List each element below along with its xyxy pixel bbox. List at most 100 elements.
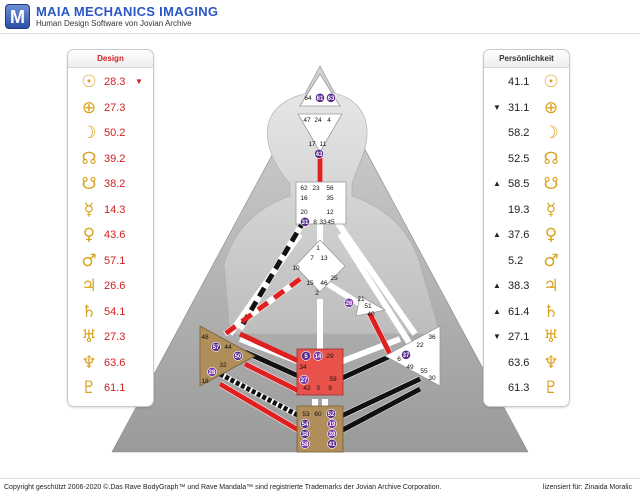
heart-center[interactable] bbox=[355, 295, 387, 317]
gate-29[interactable]: 29 bbox=[326, 353, 334, 360]
gate-5[interactable]: 5 bbox=[301, 350, 311, 361]
design-row[interactable]: ☊39.2 bbox=[68, 149, 153, 169]
design-row[interactable]: ♅27.3 bbox=[68, 327, 153, 347]
gate-33[interactable]: 33 bbox=[319, 219, 327, 226]
gate-41[interactable]: 41 bbox=[327, 438, 337, 449]
gate-58[interactable]: 58 bbox=[300, 438, 310, 449]
gate-13[interactable]: 13 bbox=[320, 255, 328, 262]
gate-60[interactable]: 60 bbox=[314, 411, 322, 418]
gate-9[interactable]: 9 bbox=[328, 385, 332, 392]
gate-26[interactable]: 26 bbox=[344, 297, 354, 308]
design-row[interactable]: ☽50.2 bbox=[68, 123, 153, 143]
arrow-up-icon: ▲ bbox=[493, 281, 501, 290]
design-row[interactable]: ⊕27.3 bbox=[68, 98, 153, 118]
gate-53[interactable]: 53 bbox=[302, 411, 310, 418]
gate-50[interactable]: 50 bbox=[233, 350, 243, 361]
design-row[interactable]: ☿14.3 bbox=[68, 200, 153, 220]
gate-6[interactable]: 6 bbox=[397, 356, 401, 363]
gate-57[interactable]: 57 bbox=[211, 341, 221, 352]
gate-18[interactable]: 18 bbox=[201, 378, 209, 385]
personality-row[interactable]: ☋58.5▲ bbox=[484, 174, 569, 194]
design-row[interactable]: ☉28.3▼ bbox=[68, 72, 153, 92]
gate-36[interactable]: 36 bbox=[428, 334, 436, 341]
gate-51[interactable]: 51 bbox=[364, 303, 372, 310]
gate-42[interactable]: 42 bbox=[303, 385, 311, 392]
gate-30[interactable]: 30 bbox=[428, 375, 436, 382]
gate-21[interactable]: 21 bbox=[357, 296, 365, 303]
personality-row[interactable]: ♆63.6 bbox=[484, 353, 569, 373]
gate-34[interactable]: 34 bbox=[299, 364, 307, 371]
personality-row[interactable]: ♀37.6▲ bbox=[484, 225, 569, 245]
gate-39[interactable]: 39 bbox=[327, 428, 337, 439]
gate-27[interactable]: 27 bbox=[299, 374, 309, 385]
design-row[interactable]: ♇61.1 bbox=[68, 378, 153, 398]
gate-48[interactable]: 48 bbox=[201, 334, 209, 341]
gate-25[interactable]: 25 bbox=[330, 275, 338, 282]
gate-32[interactable]: 32 bbox=[219, 362, 227, 369]
gate-40[interactable]: 40 bbox=[367, 311, 375, 318]
gate-17[interactable]: 17 bbox=[308, 141, 316, 148]
gate-22[interactable]: 22 bbox=[416, 342, 424, 349]
gate-11[interactable]: 11 bbox=[320, 141, 327, 148]
ajna-center[interactable] bbox=[297, 113, 343, 153]
gate-12[interactable]: 12 bbox=[326, 209, 334, 216]
gate-2[interactable]: 2 bbox=[315, 290, 319, 297]
gate-45[interactable]: 45 bbox=[327, 219, 335, 226]
gate-47[interactable]: 47 bbox=[303, 117, 311, 124]
gate-37[interactable]: 37 bbox=[401, 349, 411, 360]
g-center[interactable] bbox=[294, 239, 346, 293]
design-row[interactable]: ☋38.2 bbox=[68, 174, 153, 194]
gate-number: 29 bbox=[326, 353, 334, 360]
gate-16[interactable]: 16 bbox=[300, 195, 308, 202]
gate-61[interactable]: 61 bbox=[315, 92, 325, 103]
gate-62[interactable]: 62 bbox=[300, 185, 308, 192]
gate-49[interactable]: 49 bbox=[406, 364, 414, 371]
gate-63[interactable]: 63 bbox=[326, 92, 336, 103]
neptune-icon: ♆ bbox=[81, 352, 97, 373]
personality-row[interactable]: ⊕31.1▼ bbox=[484, 98, 569, 118]
personality-row[interactable]: ☽58.2 bbox=[484, 123, 569, 143]
gate-56[interactable]: 56 bbox=[326, 185, 334, 192]
gate-1[interactable]: 1 bbox=[316, 245, 320, 252]
gate-4[interactable]: 4 bbox=[327, 117, 331, 124]
throat-center[interactable] bbox=[295, 181, 347, 225]
design-row[interactable]: ♀43.6 bbox=[68, 225, 153, 245]
gate-3[interactable]: 3 bbox=[316, 385, 320, 392]
gate-10[interactable]: 10 bbox=[292, 265, 300, 272]
design-row[interactable]: ♂57.1 bbox=[68, 251, 153, 271]
gate-35[interactable]: 35 bbox=[326, 195, 334, 202]
gate-54[interactable]: 54 bbox=[300, 418, 310, 429]
gate-8[interactable]: 8 bbox=[313, 219, 317, 226]
personality-row[interactable]: ♃38.3▲ bbox=[484, 276, 569, 296]
gate-64[interactable]: 64 bbox=[304, 95, 312, 102]
gate-38[interactable]: 38 bbox=[300, 428, 310, 439]
gate-44[interactable]: 44 bbox=[224, 344, 232, 351]
gate-59[interactable]: 59 bbox=[329, 376, 337, 383]
personality-row[interactable]: ♅27.1▼ bbox=[484, 327, 569, 347]
gate-14[interactable]: 14 bbox=[313, 350, 323, 361]
gate-number: 52 bbox=[328, 412, 335, 418]
gate-15[interactable]: 15 bbox=[306, 280, 314, 287]
gate-43[interactable]: 43 bbox=[314, 148, 324, 159]
gate-20[interactable]: 20 bbox=[300, 209, 308, 216]
personality-row[interactable]: ☉41.1 bbox=[484, 72, 569, 92]
design-row[interactable]: ♆63.6 bbox=[68, 353, 153, 373]
personality-row[interactable]: ☊52.5 bbox=[484, 149, 569, 169]
design-row[interactable]: ♃26.6 bbox=[68, 276, 153, 296]
gate-55[interactable]: 55 bbox=[420, 368, 428, 375]
gate-19[interactable]: 19 bbox=[327, 418, 337, 429]
design-row[interactable]: ♄54.1 bbox=[68, 302, 153, 322]
gate-23[interactable]: 23 bbox=[312, 185, 320, 192]
gate-52[interactable]: 52 bbox=[326, 408, 336, 419]
gate-28[interactable]: 28 bbox=[207, 366, 217, 377]
gate-31[interactable]: 31 bbox=[300, 216, 310, 227]
gate-7[interactable]: 7 bbox=[310, 255, 314, 262]
gate-number: 11 bbox=[320, 141, 327, 148]
gate-24[interactable]: 24 bbox=[314, 117, 322, 124]
personality-row[interactable]: ♂5.2 bbox=[484, 251, 569, 271]
personality-row[interactable]: ☿19.3 bbox=[484, 200, 569, 220]
solar-plexus-center[interactable] bbox=[384, 325, 441, 387]
personality-row[interactable]: ♄61.4▲ bbox=[484, 302, 569, 322]
personality-row[interactable]: ♇61.3 bbox=[484, 378, 569, 398]
gate-46[interactable]: 46 bbox=[320, 280, 328, 287]
